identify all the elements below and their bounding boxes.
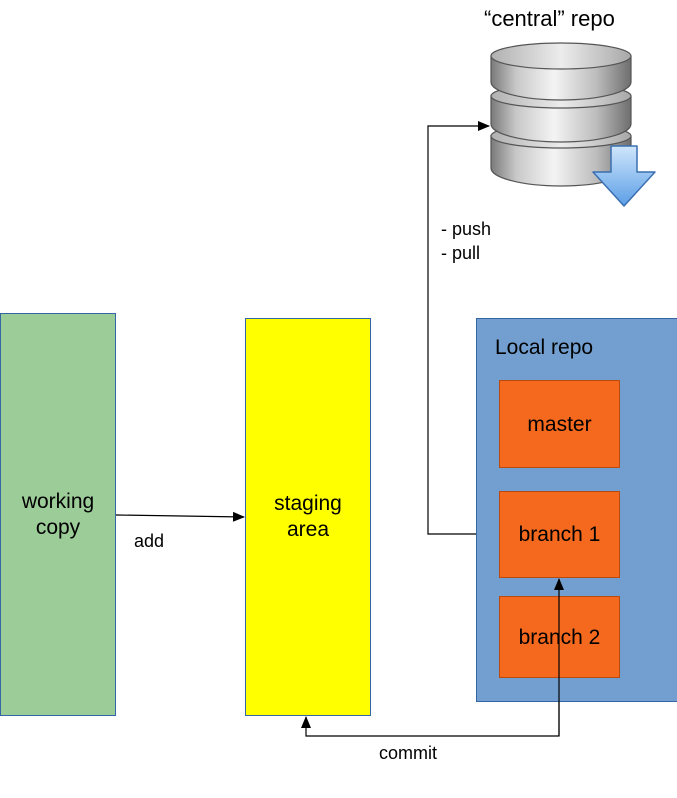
commit-label: commit (379, 743, 437, 763)
branch-1-label: branch 1 (518, 523, 601, 546)
pull-label: - pull (441, 243, 481, 263)
add-arrow (105, 509, 245, 522)
staging-area-label-line2: area (286, 518, 330, 541)
branch-master-label: master (527, 413, 592, 436)
branch-2-box: branch 2 (499, 596, 620, 678)
branch-master-box: master (499, 380, 620, 468)
download-arrow-icon (592, 145, 656, 207)
branch-1-box: branch 1 (499, 491, 620, 578)
database-icon (490, 42, 632, 187)
local-repo-title: Local repo (495, 336, 594, 359)
working-copy-label-line1: working (21, 490, 95, 513)
branch-2-label: branch 2 (518, 626, 601, 649)
central-repo-title: “central” repo (484, 6, 615, 31)
working-copy-box: working copy (0, 313, 116, 716)
working-copy-label-line2: copy (35, 516, 81, 539)
staging-area-label-line1: staging (274, 492, 342, 515)
push-label: - push (441, 219, 492, 239)
push-pull-arrow (427, 121, 509, 539)
staging-area-box: staging area (245, 318, 371, 716)
add-label: add (134, 531, 165, 551)
